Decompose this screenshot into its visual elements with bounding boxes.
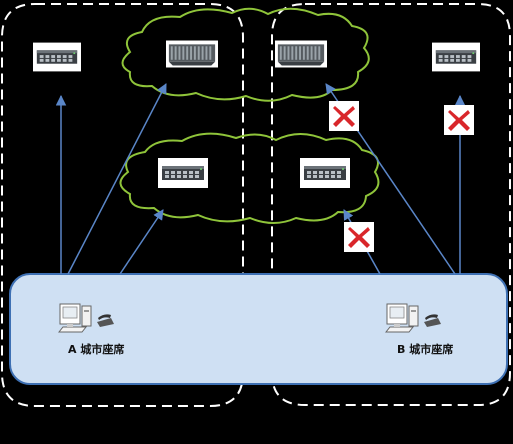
link-a-to-cloud-server: [119, 209, 164, 275]
storage-array-icon: [166, 40, 218, 68]
upper-cloud: [121, 7, 370, 102]
seat-panel: [9, 273, 508, 385]
seat-b-label: B 城市座席: [397, 343, 454, 356]
region-a-boundary: [1, 3, 244, 407]
storage-array-icon: [275, 40, 327, 68]
lower-cloud: [119, 132, 380, 224]
blocked-x-icon: [329, 101, 359, 131]
blocked-x-icon: [344, 222, 374, 252]
server-icon: [158, 158, 208, 188]
seat-a-label: A 城市座席: [68, 343, 125, 356]
blocked-x-icon: [444, 105, 474, 135]
server-icon: [33, 42, 81, 72]
link-a-to-storage: [67, 83, 167, 275]
region-b-boundary: [271, 3, 511, 406]
server-icon: [300, 158, 350, 188]
server-icon: [432, 42, 480, 72]
